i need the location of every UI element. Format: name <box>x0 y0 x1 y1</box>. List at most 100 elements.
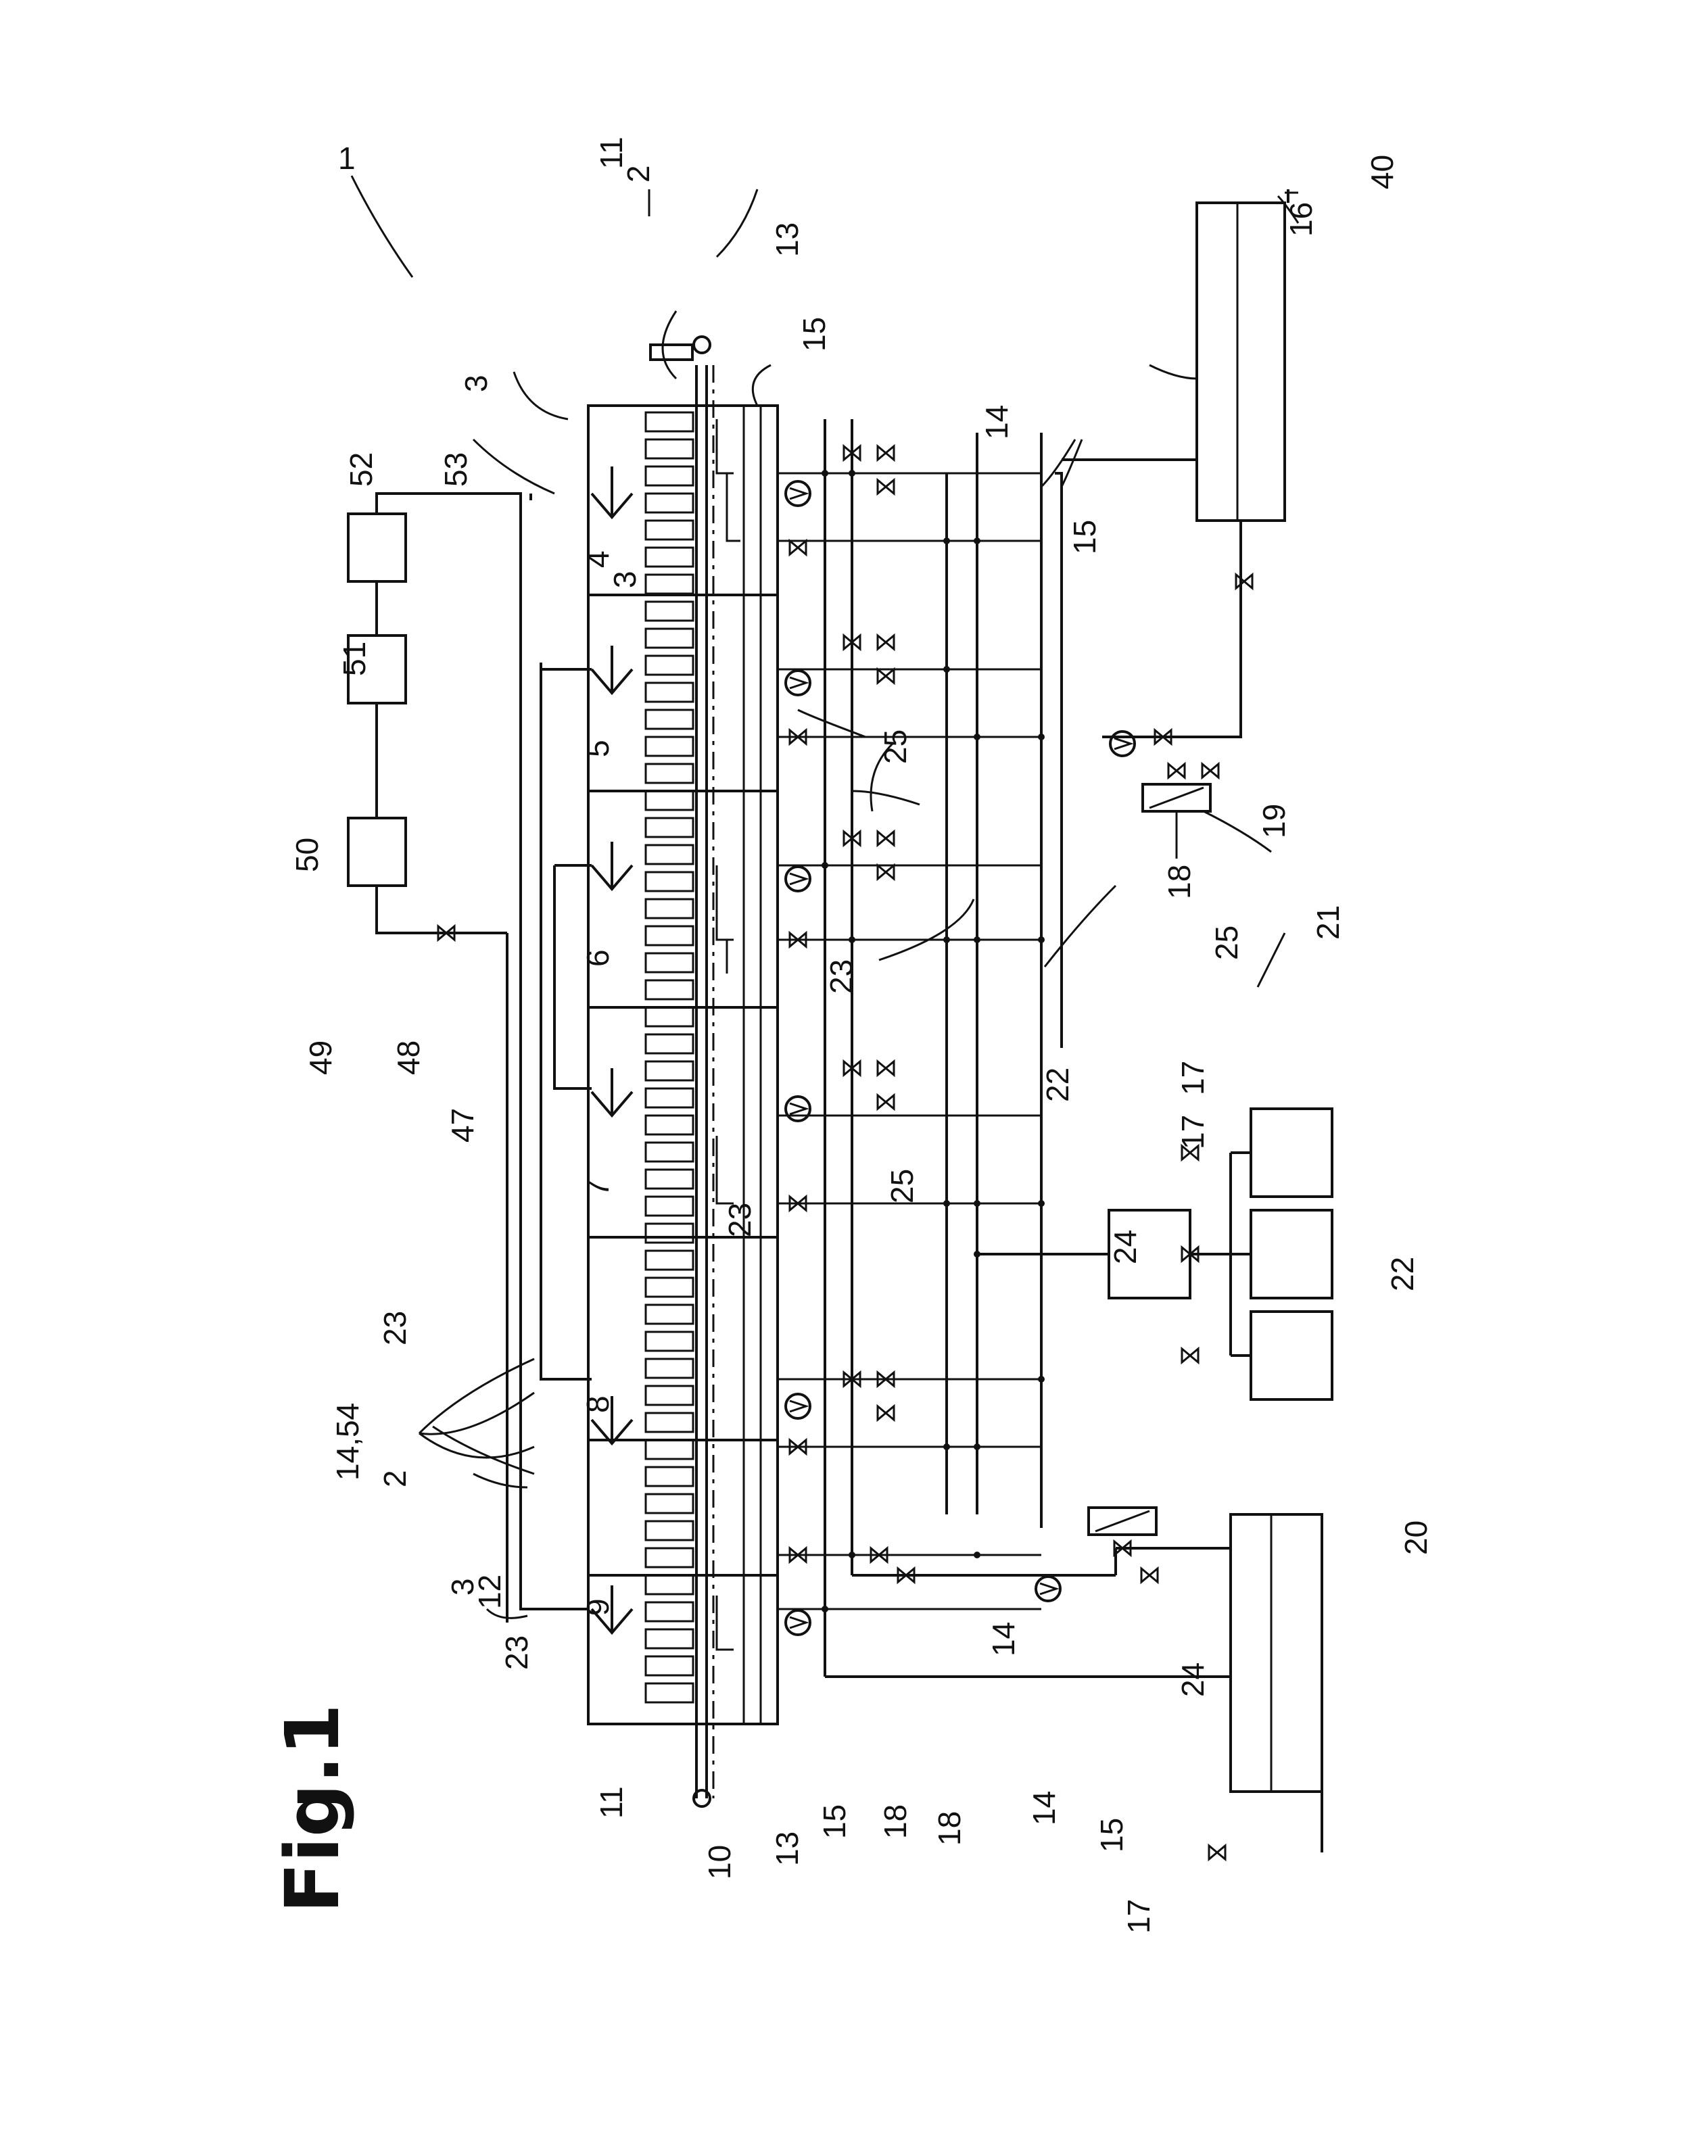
ref-label-15b: 15 <box>1067 520 1102 554</box>
valve-icon <box>1168 764 1185 777</box>
junction-dot <box>822 862 828 869</box>
pumps <box>786 481 1135 1635</box>
ref-label-47: 47 <box>445 1108 480 1143</box>
tank-17-group <box>825 1514 1322 1852</box>
container <box>646 1170 693 1189</box>
valves <box>438 446 1252 1859</box>
ref-label-22b: 22 <box>1385 1257 1420 1291</box>
valve-icon <box>1209 1846 1225 1859</box>
ref-label-14b: 14 <box>986 1622 1021 1656</box>
container <box>646 1575 693 1594</box>
conveyor <box>650 337 713 1806</box>
ref-label-11b: 11 <box>594 1786 629 1819</box>
container <box>646 439 693 458</box>
container <box>646 1521 693 1540</box>
ref-label-23d: 23 <box>722 1203 757 1237</box>
container <box>646 1467 693 1486</box>
container <box>646 953 693 972</box>
junction-dot <box>1038 1200 1045 1207</box>
ref-label-17b: 17 <box>1175 1115 1210 1149</box>
ref-label-23a: 23 <box>499 1635 534 1670</box>
ref-label-40: 40 <box>1365 155 1400 189</box>
valve-icon <box>878 636 894 649</box>
container <box>646 629 693 648</box>
figure-title: Fig.1 <box>269 1704 356 1913</box>
container <box>646 818 693 837</box>
container <box>646 1197 693 1216</box>
junction-dot <box>943 537 950 544</box>
ref-label-25c: 25 <box>884 1169 920 1203</box>
valve-icon <box>1182 1349 1198 1362</box>
tank-16-group <box>1055 189 1298 1048</box>
pump-icon <box>786 867 810 891</box>
ref-label-19: 19 <box>1256 804 1291 838</box>
ref-label-3a: 3 <box>458 375 494 392</box>
ref-label-14c: 14 <box>1026 1791 1062 1825</box>
container <box>646 1007 693 1026</box>
valve-icon <box>878 446 894 460</box>
junctions <box>822 470 1045 1612</box>
ref-label-1454: 14,54 <box>330 1403 365 1481</box>
junction-dot <box>943 1443 950 1450</box>
container <box>646 710 693 729</box>
container <box>646 872 693 891</box>
junction-dot <box>974 734 980 740</box>
junction-dot <box>1038 734 1045 740</box>
ref-label-17c: 17 <box>1121 1899 1156 1934</box>
container <box>646 1494 693 1513</box>
valve-icon <box>790 541 806 554</box>
ref-label-6: 6 <box>580 949 615 967</box>
container <box>646 845 693 864</box>
ref-label-18b: 18 <box>878 1804 913 1839</box>
junction-dot <box>822 470 828 477</box>
ref-label-7: 7 <box>580 1179 615 1197</box>
junction-dot <box>849 470 855 477</box>
ref-label-18c: 18 <box>932 1811 967 1846</box>
ref-label-11a: 11 <box>594 137 629 169</box>
ref-label-23b: 23 <box>824 959 859 994</box>
container <box>646 412 693 431</box>
junction-dot <box>849 936 855 943</box>
container <box>646 791 693 810</box>
valve-icon <box>1141 1568 1158 1582</box>
filter-19 <box>1143 784 1210 859</box>
junction-dot <box>943 936 950 943</box>
container <box>646 764 693 783</box>
pump-icon <box>1110 732 1135 756</box>
ref-label-52: 52 <box>343 452 379 487</box>
ref-label-14a: 14 <box>979 405 1014 439</box>
container <box>646 1332 693 1351</box>
ref-label-23c: 23 <box>377 1311 412 1345</box>
container <box>646 737 693 756</box>
ref-label-16: 16 <box>1283 202 1319 237</box>
container <box>646 1548 693 1567</box>
valve-icon <box>878 1095 894 1109</box>
junction-dot <box>974 1443 980 1450</box>
container <box>646 1061 693 1080</box>
filter-20 <box>1089 1508 1156 1535</box>
junction-dot <box>974 936 980 943</box>
reference-labels: 12233345678910111112131314141414,5415151… <box>289 137 1433 1934</box>
container <box>646 1656 693 1675</box>
container <box>646 1629 693 1648</box>
container <box>646 1359 693 1378</box>
ref-label-1: 1 <box>338 141 356 176</box>
ref-label-9: 9 <box>580 1598 615 1616</box>
junction-dot <box>822 1606 828 1612</box>
dosing-containers <box>977 1109 1332 1399</box>
container <box>646 494 693 512</box>
ref-label-5: 5 <box>580 740 615 757</box>
pump-icon <box>786 1610 810 1635</box>
container <box>646 1683 693 1702</box>
container <box>646 1088 693 1107</box>
valve-icon <box>878 832 894 845</box>
valve-icon <box>878 1061 894 1075</box>
valve-icon <box>878 865 894 879</box>
valve-icon <box>878 480 894 494</box>
container <box>646 656 693 675</box>
container <box>646 602 693 621</box>
junction-dot <box>1038 1376 1045 1383</box>
pump-icon <box>786 1097 810 1121</box>
ref-label-24b: 24 <box>1175 1662 1210 1697</box>
valve-icon <box>1236 575 1252 588</box>
